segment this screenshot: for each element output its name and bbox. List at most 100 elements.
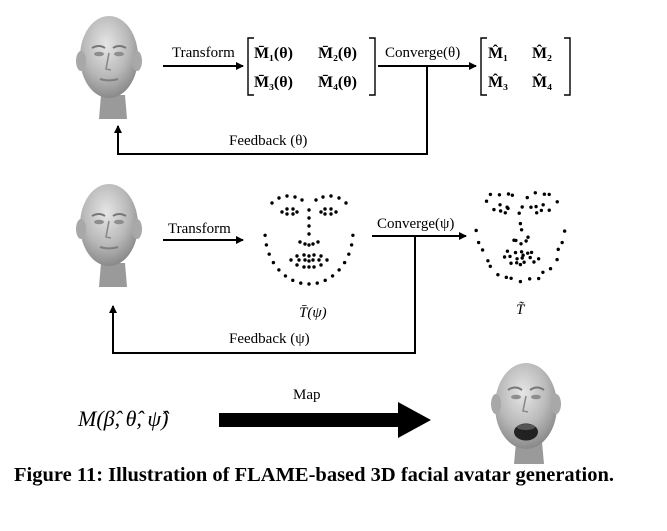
landmark-dot — [509, 276, 513, 280]
landmark-dot — [270, 201, 274, 205]
row1-matrix-out-cell-11: M̂₁ — [488, 44, 508, 62]
landmark-dot — [307, 232, 311, 236]
landmark-dot — [532, 260, 536, 264]
landmark-dot — [504, 275, 509, 280]
landmark-dot — [302, 265, 306, 269]
landmark-dot — [307, 208, 311, 212]
landmark-dot — [524, 239, 528, 243]
row3-map-label: Map — [293, 387, 321, 403]
landmark-dot — [293, 195, 297, 199]
row1-matrix-in-cell-12: M̄₂(θ) — [318, 44, 357, 63]
landmark-dot — [508, 254, 512, 259]
landmark-dot — [319, 210, 323, 214]
landmark-dot — [520, 256, 524, 260]
landmark-dot — [291, 207, 295, 211]
row1-matrix-in-cell-21: M̄₃(θ) — [254, 73, 293, 92]
row2-head-icon — [75, 183, 143, 288]
landmark-dot — [526, 235, 530, 239]
landmark-dot — [283, 274, 288, 278]
landmark-dot — [323, 212, 327, 216]
landmark-dot — [502, 255, 507, 259]
landmark-dot — [518, 279, 523, 284]
landmark-dot — [541, 203, 545, 207]
landmark-dot — [334, 210, 338, 214]
landmark-dot — [555, 200, 559, 204]
landmark-dot — [295, 254, 299, 258]
landmark-dot — [277, 268, 281, 272]
landmark-dot — [513, 250, 518, 255]
landmark-dot — [510, 193, 515, 197]
landmark-dot — [536, 257, 541, 261]
landmark-dot — [474, 228, 478, 233]
landmark-dot — [319, 254, 323, 258]
row1-feedback-label: Feedback (θ) — [229, 133, 307, 149]
landmark-dot — [560, 240, 564, 245]
landmark-dot — [325, 258, 329, 262]
row1-matrix-in: M̄₁(θ) M̄₂(θ) M̄₃(θ) M̄₄(θ) — [247, 37, 376, 96]
landmark-dot — [342, 260, 347, 265]
landmark-dot — [291, 278, 295, 283]
landmark-dot — [498, 209, 503, 213]
landmark-dot — [498, 203, 502, 207]
landmark-dot — [541, 270, 545, 275]
landmark-dot — [295, 210, 299, 214]
row2-feedback-arrow — [109, 236, 416, 354]
landmark-dot — [526, 251, 530, 255]
landmark-dot — [486, 259, 490, 263]
landmark-dot — [529, 250, 534, 255]
landmark-dot — [509, 261, 513, 265]
landmark-dot — [337, 268, 341, 272]
landmark-dot — [271, 260, 276, 265]
landmark-dot — [503, 211, 508, 215]
row1-feedback-arrow — [114, 66, 428, 155]
landmark-dot — [295, 263, 299, 267]
landmark-dot — [515, 261, 519, 265]
row2-landmarks-out-label: T̃ — [516, 302, 526, 318]
landmark-dot — [496, 273, 500, 277]
landmark-dot — [307, 254, 311, 258]
landmark-dot — [515, 257, 519, 261]
landmark-dot — [505, 249, 510, 253]
row1-matrix-in-cell-11: M̄₁(θ) — [254, 44, 293, 63]
landmark-dot — [316, 240, 320, 244]
landmark-dot — [307, 243, 311, 247]
landmark-dot — [263, 233, 267, 237]
row1-matrix-in-cell-22: M̄₄(θ) — [318, 73, 357, 92]
landmark-dot — [312, 253, 316, 257]
landmark-dot — [488, 264, 492, 269]
row1-matrix-out-cell-22: M̂₄ — [532, 73, 552, 91]
landmark-dot — [329, 212, 333, 216]
landmark-dot — [518, 262, 523, 267]
landmark-dot — [476, 240, 481, 245]
row2-landmarks-in-label: T̄(ψ) — [299, 305, 327, 321]
landmark-dot — [323, 278, 327, 283]
landmark-dot — [488, 192, 493, 197]
landmark-dot — [547, 208, 551, 212]
landmark-dot — [298, 240, 302, 244]
landmark-dot — [528, 255, 532, 260]
landmark-dot — [323, 207, 327, 211]
row2-landmarks-out — [474, 191, 567, 284]
landmark-dot — [525, 195, 529, 200]
row3-open-mouth-head-icon — [491, 363, 561, 464]
landmark-dot — [311, 242, 315, 246]
landmark-dot — [291, 212, 295, 216]
landmark-dot — [539, 208, 544, 213]
landmark-dot — [329, 194, 333, 198]
row3-formula: M(β̂, θ̂, ψ̂) — [77, 406, 170, 431]
landmark-dot — [300, 198, 304, 202]
landmark-dot — [303, 258, 307, 262]
landmark-dot — [506, 192, 511, 196]
landmark-dot — [519, 228, 524, 232]
landmark-dot — [329, 207, 333, 211]
landmark-dot — [519, 250, 524, 254]
landmark-dot — [314, 198, 318, 202]
landmark-dot — [267, 252, 271, 256]
landmark-dot — [321, 195, 325, 199]
landmark-dot — [514, 238, 518, 243]
row2-feedback-label: Feedback (ψ) — [229, 331, 310, 347]
landmark-dot — [311, 258, 315, 262]
landmark-dot — [522, 260, 526, 264]
landmark-dot — [351, 233, 355, 237]
